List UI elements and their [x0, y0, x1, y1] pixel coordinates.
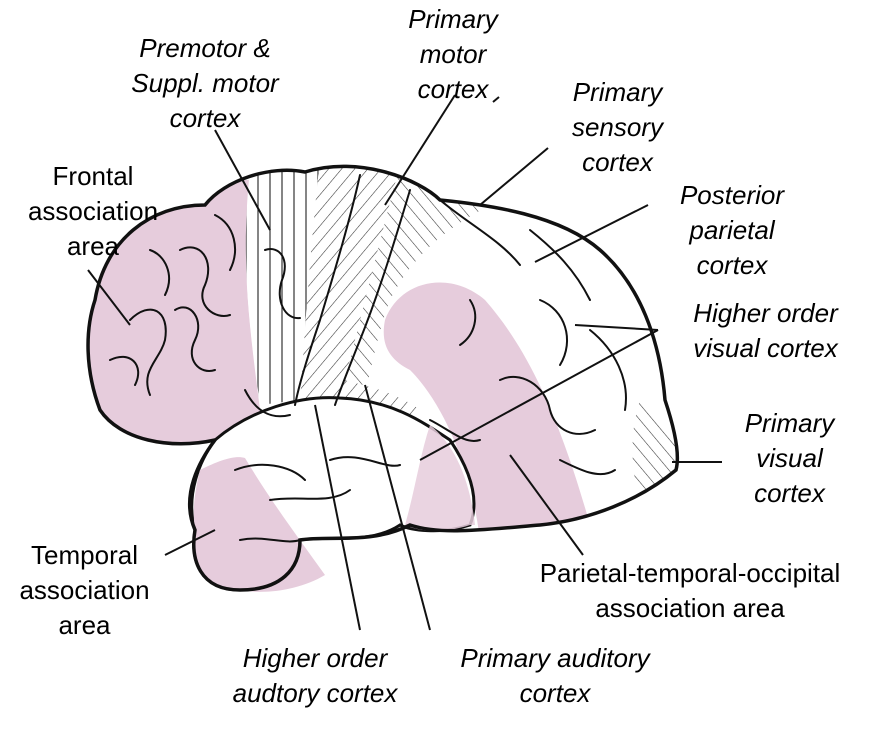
sulci-lines	[109, 174, 627, 543]
label-posterior-parietal: Posterior parietal cortex	[679, 180, 785, 280]
label-primary-motor: Primary motor cortex	[408, 4, 498, 104]
primary-motor-region	[300, 166, 400, 402]
label-primary-sensory: Primary sensory cortex	[571, 77, 664, 177]
label-higher-visual: Higher order visual cortex	[693, 298, 838, 363]
label-primary-visual: Primary visual cortex	[744, 408, 835, 508]
label-premotor: Premotor & Suppl. motor cortex	[131, 33, 279, 133]
stray-mark	[492, 96, 500, 103]
label-temporal-association: Temporal association area	[19, 540, 150, 640]
label-primary-auditory: Primary auditory cortex	[460, 643, 650, 708]
leader-lines	[87, 94, 722, 631]
brain-outline-stroke	[86, 164, 680, 592]
label-pto-association: Parietal-temporal-occipital association …	[539, 558, 841, 623]
label-frontal-association: Frontal association area	[27, 161, 159, 261]
pto-temporal-extension	[405, 425, 475, 531]
pto-association-region	[383, 282, 590, 540]
label-higher-auditory: Higher order audtory cortex	[232, 643, 398, 708]
temporal-association-region	[193, 457, 325, 592]
